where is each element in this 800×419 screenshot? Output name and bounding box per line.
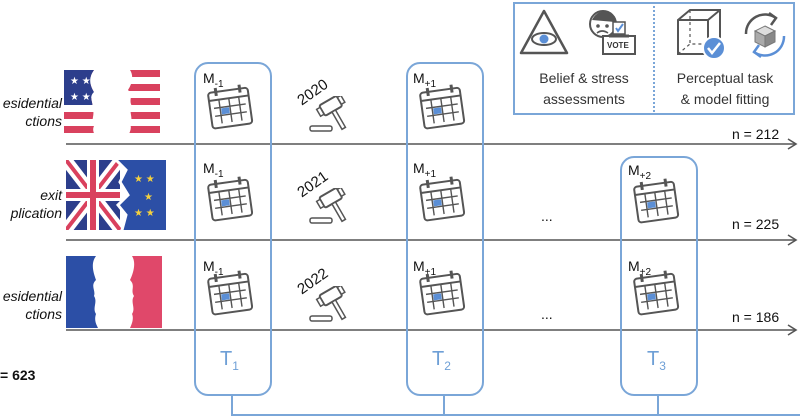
row-label-fr-line2: ctions xyxy=(25,306,62,322)
timepoint-sub-t2: 2 xyxy=(444,359,451,373)
legend-belief-line2: assessments xyxy=(543,91,625,107)
vote-text: VOTE xyxy=(607,41,629,50)
svg-text:★ ★ ★: ★ ★ ★ xyxy=(70,92,102,103)
legend-perceptual-task: Perceptual task & model fitting xyxy=(658,68,792,110)
svg-text:★ ★: ★ ★ xyxy=(134,174,155,185)
timepoint-box-t2 xyxy=(406,62,484,396)
cube-check-icon xyxy=(677,9,726,60)
m-label: M+1 xyxy=(413,258,436,278)
calendar-icon xyxy=(206,176,256,227)
timepoint-base-t2: T xyxy=(432,348,445,370)
row-label-fr-line1: esidential xyxy=(2,288,62,304)
timeline-arrowhead-fr xyxy=(787,324,798,336)
uk-eu-flag-icon: ★ ★ ★ ★ ★ xyxy=(66,160,166,230)
legend-box xyxy=(513,2,795,115)
gavel-icon xyxy=(302,94,358,141)
svg-text:★ ★ ★: ★ ★ ★ xyxy=(70,76,102,87)
row-label-us-line1: esidential xyxy=(2,95,62,111)
vote-stress-icon xyxy=(589,10,636,55)
m-base: M xyxy=(203,160,215,176)
total-n-label: = 623 xyxy=(0,367,36,383)
m-sub: +1 xyxy=(424,78,437,90)
svg-text:★: ★ xyxy=(144,192,153,203)
m-base: M xyxy=(413,258,425,274)
timeline-arrowhead-us xyxy=(787,138,798,150)
m-label: M+2 xyxy=(628,258,651,278)
m-base: M xyxy=(203,70,215,86)
m-sub: +2 xyxy=(639,170,652,182)
timepoint-label-t3: T3 xyxy=(647,348,666,373)
timepoint-box-t1 xyxy=(194,62,272,396)
timepoint-label-t1: T1 xyxy=(220,348,239,373)
m-base: M xyxy=(628,162,640,178)
m-sub: +1 xyxy=(424,266,437,278)
m-base: M xyxy=(413,160,425,176)
timepoint-base-t1: T xyxy=(220,348,233,370)
ellipsis-fr: ... xyxy=(541,306,553,322)
eye-triangle-icon xyxy=(519,9,569,55)
us-flag-faces-icon: ★ ★ ★ ★ ★ ★ xyxy=(64,70,160,136)
legend-belief-line1: Belief & stress xyxy=(539,70,629,86)
calendar-icon xyxy=(418,84,468,135)
row-label-brexit: exit plication xyxy=(0,186,62,222)
m-sub: +2 xyxy=(639,266,652,278)
legend-divider xyxy=(653,6,655,112)
timepoint-sub-t1: 1 xyxy=(232,359,239,373)
calendar-icon xyxy=(418,270,468,321)
svg-text:★ ★: ★ ★ xyxy=(134,208,155,219)
timeline-arrowhead-brexit xyxy=(787,234,798,246)
legend-task-line1: Perceptual task xyxy=(676,70,774,86)
row-label-us-line2: ctions xyxy=(25,113,62,129)
n-label-us: n = 212 xyxy=(732,126,780,142)
m-label: M-1 xyxy=(203,160,224,180)
m-label: M+1 xyxy=(413,160,436,180)
row-label-brexit-line1: exit xyxy=(40,187,62,203)
gavel-icon xyxy=(302,186,358,233)
m-label: M-1 xyxy=(203,70,224,90)
legend-task-line2: & model fitting xyxy=(680,91,770,107)
france-flag-faces-icon xyxy=(66,256,162,328)
m-label: M-1 xyxy=(203,258,224,278)
timepoint-connector xyxy=(231,395,800,416)
m-base: M xyxy=(628,258,640,274)
timepoint-label-t2: T2 xyxy=(432,348,451,373)
m-label: M+2 xyxy=(628,162,651,182)
timepoint-sub-t3: 3 xyxy=(659,359,666,373)
n-label-brexit: n = 225 xyxy=(732,216,780,232)
calendar-icon xyxy=(632,178,682,229)
calendar-icon xyxy=(632,270,682,321)
m-sub: -1 xyxy=(214,78,224,90)
m-base: M xyxy=(413,70,425,86)
calendar-icon xyxy=(206,84,256,135)
m-label: M+1 xyxy=(413,70,436,90)
timepoint-base-t3: T xyxy=(647,348,660,370)
n-label-fr: n = 186 xyxy=(732,309,780,325)
ellipsis-brexit: ... xyxy=(541,208,553,224)
m-sub: +1 xyxy=(424,168,437,180)
row-label-us: esidential ctions xyxy=(0,94,62,130)
cube-refresh-icon xyxy=(744,11,786,59)
m-sub: -1 xyxy=(214,168,224,180)
row-label-brexit-line2: plication xyxy=(10,205,62,221)
calendar-icon xyxy=(206,270,256,321)
row-label-fr: esidential ctions xyxy=(0,287,62,323)
m-base: M xyxy=(203,258,215,274)
m-sub: -1 xyxy=(214,266,224,278)
calendar-icon xyxy=(418,176,468,227)
timepoint-box-t3 xyxy=(620,156,698,396)
legend-belief-stress: Belief & stress assessments xyxy=(518,68,650,110)
gavel-icon xyxy=(302,284,358,331)
